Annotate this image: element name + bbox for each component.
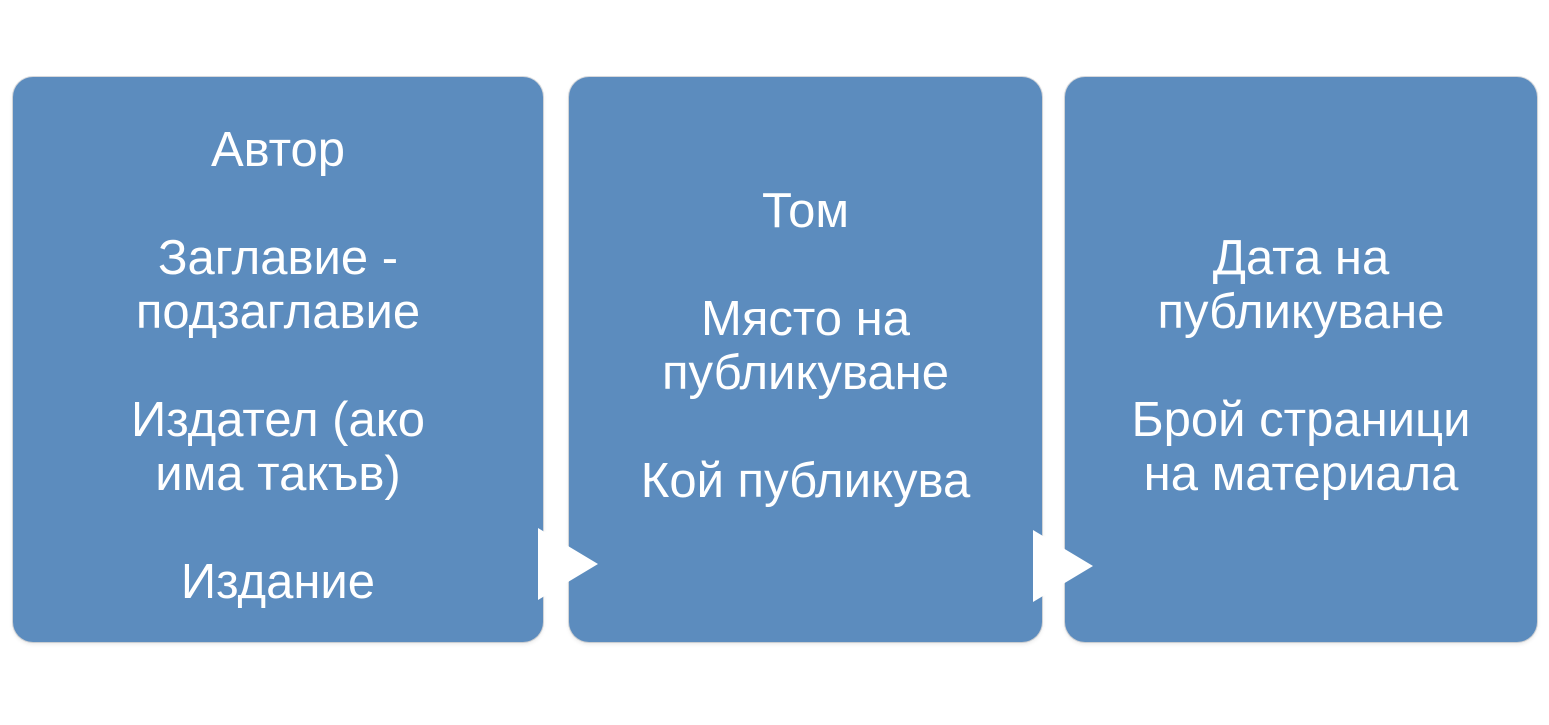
arrow-right-icon	[1033, 530, 1093, 602]
step-2-text-volume: Том	[761, 183, 850, 238]
process-step-2: Том Място на публикуване Кой публикува	[569, 77, 1042, 642]
step-1-text-author: Автор	[210, 122, 346, 177]
step-1-text-title-subtitle: Заглавие - подзаглавие	[135, 230, 421, 339]
step-1-text-publisher: Издател (ако има такъв)	[131, 392, 425, 501]
step-3-text-publication-date: Дата на публикуване	[1157, 230, 1445, 339]
step-2-text-who-publishes: Кой публикува	[640, 453, 971, 508]
process-step-1: Автор Заглавие - подзаглавие Издател (ак…	[13, 77, 543, 642]
step-2-text-place-of-publication: Място на публикуване	[662, 291, 949, 400]
arrow-right-icon	[538, 528, 598, 600]
process-step-3: Дата на публикуване Брой страници на мат…	[1065, 77, 1537, 642]
step-3-text-page-count: Брой страници на материала	[1131, 392, 1471, 501]
step-1-text-edition: Издание	[180, 554, 376, 609]
